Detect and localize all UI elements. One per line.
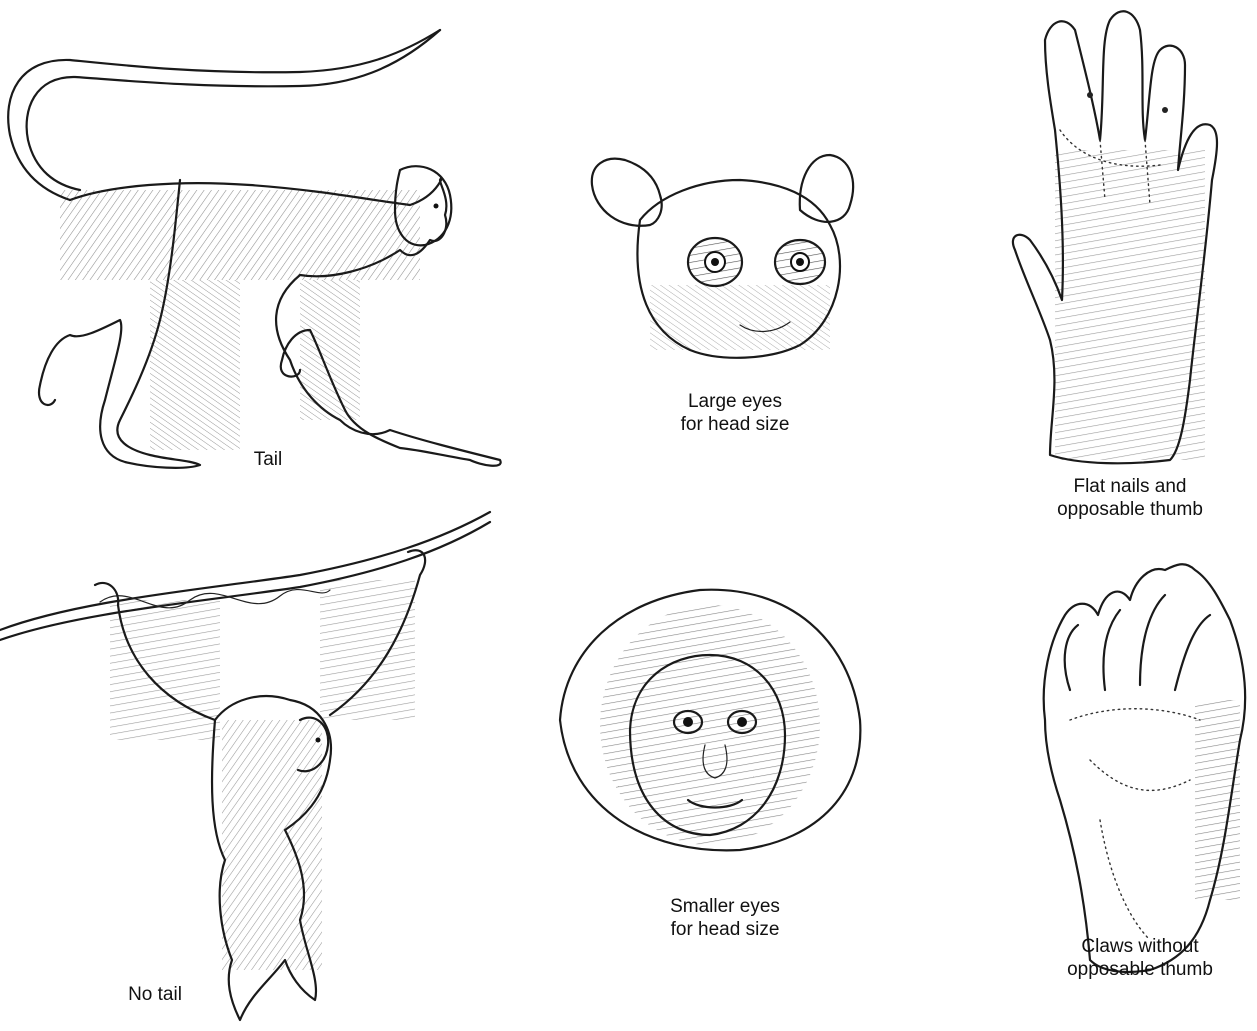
flat-nails-label: Flat nails and opposable thumb — [1030, 475, 1230, 521]
tailed-monkey-drawing — [8, 30, 500, 468]
large-eyes-label: Large eyes for head size — [640, 390, 830, 436]
ape-face-drawing — [560, 590, 860, 851]
tail-label: Tail — [238, 448, 298, 471]
tarsier-face-drawing — [592, 155, 853, 358]
paw-claws-drawing — [1044, 564, 1246, 972]
no-tail-label: No tail — [110, 983, 200, 1006]
hand-nails-drawing — [1013, 11, 1217, 463]
smaller-eyes-label: Smaller eyes for head size — [625, 895, 825, 941]
tailless-ape-drawing — [0, 512, 490, 1020]
claws-label: Claws without opposable thumb — [1035, 935, 1245, 981]
